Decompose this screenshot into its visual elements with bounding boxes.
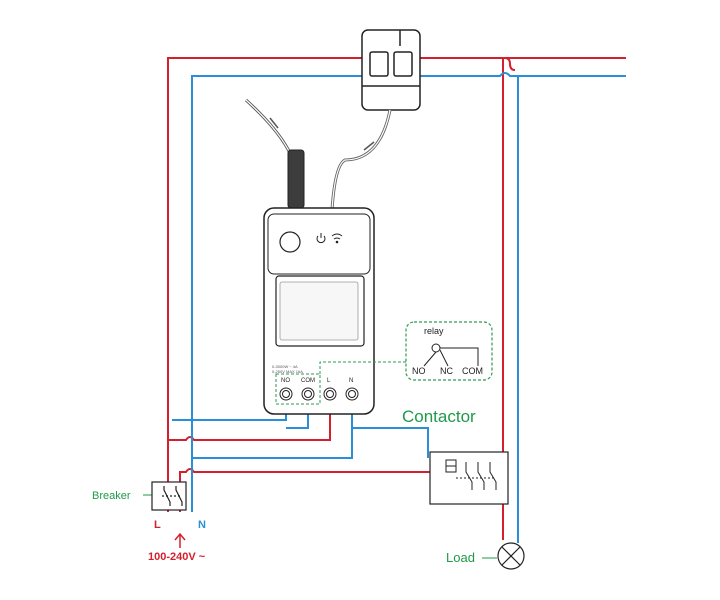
load-label: Load (446, 550, 475, 565)
contactor-label: Contactor (402, 407, 476, 426)
terminal-n-screw (345, 387, 359, 401)
power-cable (244, 98, 375, 209)
neutral-wiring (172, 72, 626, 543)
live-bus-top-right (420, 57, 516, 71)
terminal-no-screw (279, 387, 293, 401)
relay-nc-label: NC (440, 366, 453, 376)
breaker-label: Breaker (92, 490, 131, 502)
live-letter: L (154, 519, 161, 531)
spec-line-2: 0-250V MAX 16A (272, 369, 303, 374)
relay-leader-line (319, 361, 406, 374)
wifi-icon (331, 233, 343, 244)
ct-clamp-icon (330, 29, 421, 211)
power-icon (316, 233, 326, 244)
neutral-to-contactor (352, 427, 429, 458)
breaker-switch-icon (151, 481, 187, 511)
voltage-label: 100-240V ~ (148, 551, 206, 563)
relay-title: relay (424, 326, 444, 336)
live-to-contactor (180, 468, 430, 473)
terminal-l-screw (323, 387, 337, 401)
spec-line-1: 0-3000W ~ 4A (272, 364, 298, 369)
power-button-icon (279, 231, 301, 253)
relay-com-label: COM (462, 366, 483, 376)
live-to-device-l (168, 400, 331, 441)
live-wiring (167, 57, 626, 540)
live-bus-top (167, 57, 362, 512)
smart-switch-device: 0-3000W ~ 4A 0-250V MAX 16A NO COM L N (263, 207, 406, 415)
terminal-n-label: N (349, 378, 353, 384)
terminal-l-label: L (327, 378, 331, 384)
neutral-to-device-n (192, 400, 353, 459)
relay-no-label: NO (412, 366, 426, 376)
relay-terminal-highlight (275, 373, 321, 405)
neutral-bus-top (191, 75, 362, 512)
neutral-bus-through (420, 72, 626, 77)
terminal-no-label: NO (281, 378, 290, 384)
terminal-com-screw (301, 387, 315, 401)
relay-diagram: relay NO NC COM (405, 321, 493, 381)
supply-arrow (174, 532, 186, 548)
lamp-icon (497, 542, 525, 570)
terminal-com-label: COM (301, 378, 315, 384)
neutral-letter: N (198, 519, 206, 531)
contactor-symbol (429, 451, 509, 505)
